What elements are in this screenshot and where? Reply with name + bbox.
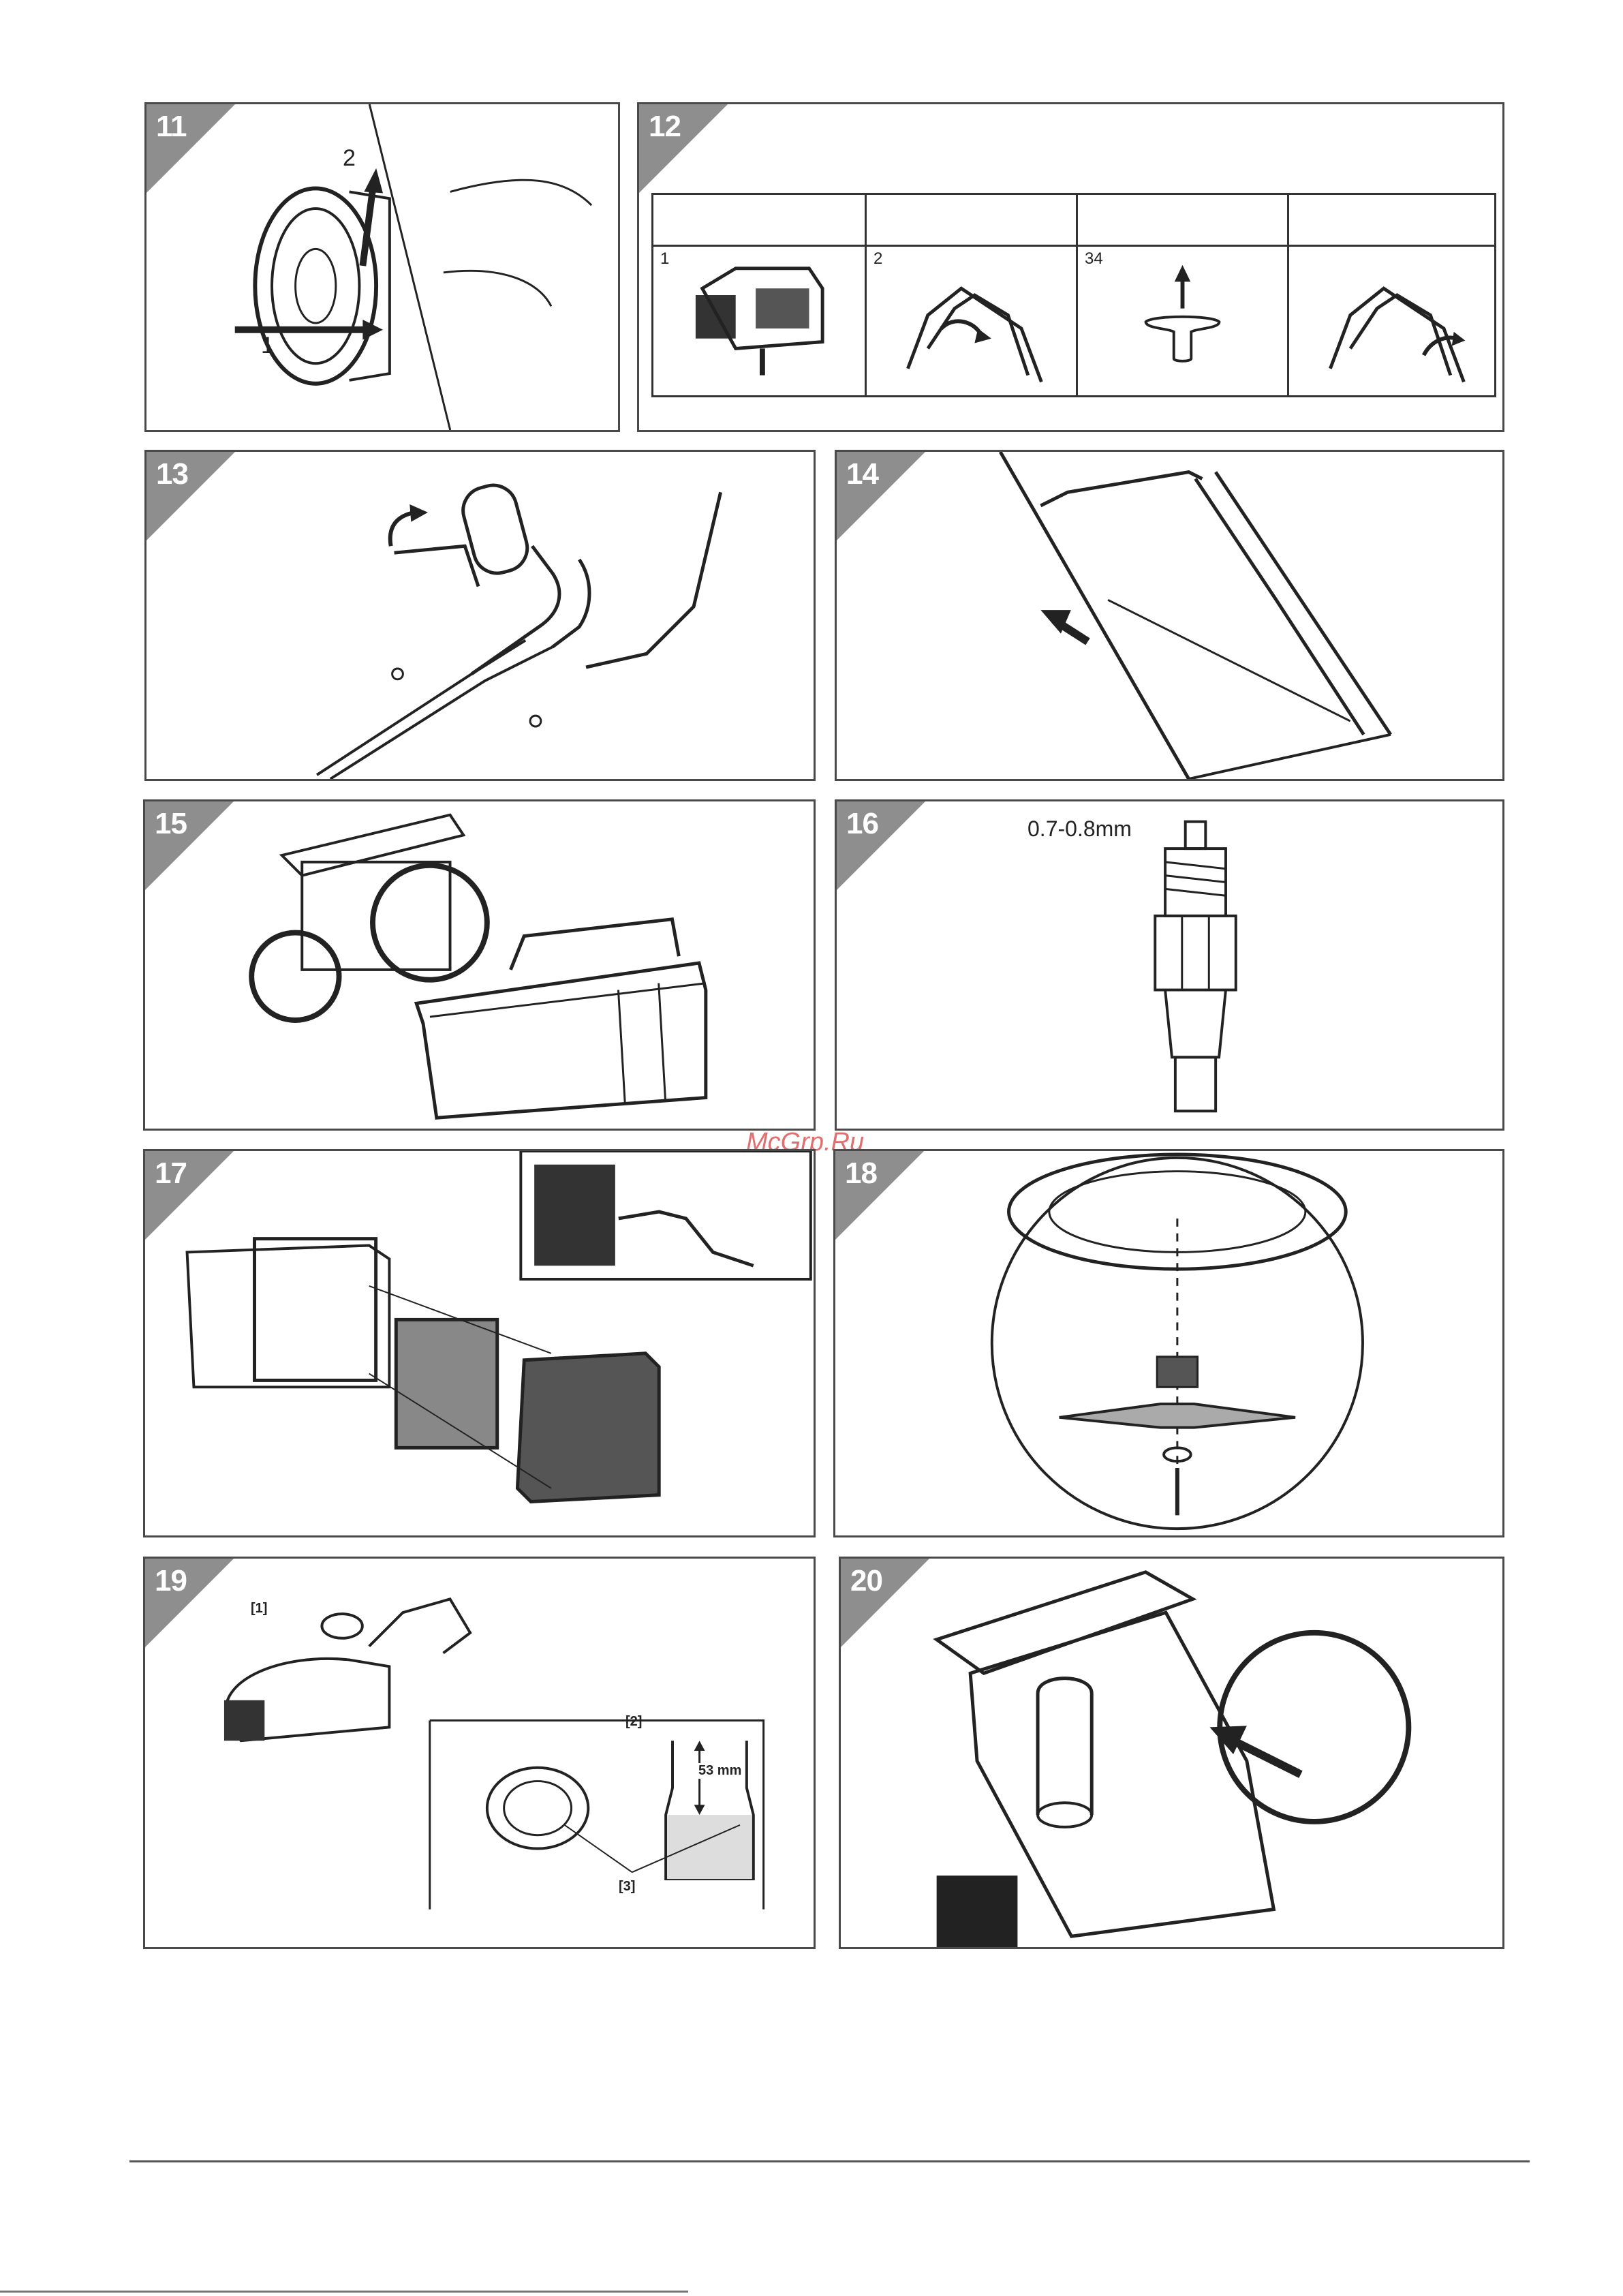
- handle-unfold-illustration: [837, 452, 1502, 779]
- footer-rule: [129, 2160, 1530, 2162]
- starting-sequence-table: 1 2 34: [651, 193, 1496, 397]
- figure-19-panel: 19 [1] [2] [3] 53 mm: [143, 1557, 816, 1949]
- arrow-label-1: 1: [261, 333, 274, 359]
- figure-15-panel: 15: [143, 799, 816, 1131]
- arrow-label-2: 2: [343, 145, 356, 172]
- blade-assembly-illustration: [835, 1151, 1502, 1535]
- figure-number: 12: [649, 110, 681, 144]
- figure-13-panel: 13: [144, 450, 816, 781]
- oil-level-label: 53 mm: [698, 1763, 741, 1779]
- callout-3: [3]: [619, 1879, 635, 1895]
- air-filter-illustration: [145, 1151, 814, 1535]
- callout-1: [1]: [251, 1601, 267, 1617]
- figure-20-panel: 20: [839, 1557, 1504, 1949]
- callout-2: [2]: [625, 1714, 642, 1730]
- figure-11-panel: 11 1 2: [144, 102, 620, 432]
- bag-fill-indicator-illustration: [841, 1559, 1502, 1947]
- handle-lever-icon: [867, 195, 1076, 395]
- wheel-height-adjust-illustration: [146, 104, 618, 430]
- sequence-cell: 2: [865, 195, 1076, 395]
- oil-fill-illustration: [145, 1559, 814, 1947]
- handle-fold-illustration: [146, 452, 814, 779]
- handle-release-icon: [1289, 195, 1498, 395]
- figure-17-panel: 17: [143, 1149, 816, 1537]
- spark-plug-illustration: [837, 801, 1502, 1129]
- figure-14-panel: 14: [835, 450, 1504, 781]
- engine-icon: [653, 195, 865, 395]
- sequence-cell: [1287, 195, 1498, 395]
- bottom-rule: [0, 2291, 688, 2293]
- figure-12-panel: 12 1 2 34: [637, 102, 1504, 432]
- grass-bag-illustration: [145, 801, 814, 1129]
- figure-18-panel: 18: [833, 1149, 1504, 1537]
- pull-cord-icon: [1078, 195, 1287, 395]
- figure-16-panel: 16 0.7-0.8mm: [835, 799, 1504, 1131]
- sequence-cell: 34: [1076, 195, 1287, 395]
- sequence-cell: 1: [653, 195, 865, 395]
